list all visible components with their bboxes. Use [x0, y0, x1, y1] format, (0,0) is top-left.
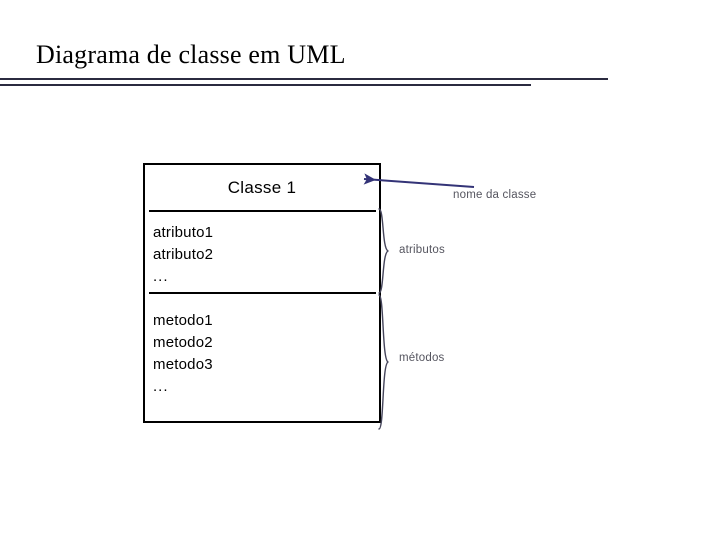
class-name-compartment: Classe 1: [145, 165, 379, 210]
class-name-callout-arrow: [363, 173, 475, 188]
class-name-label: Classe 1: [227, 177, 297, 197]
annotation-attributes: atributos: [399, 244, 445, 256]
title-rule-top: [0, 78, 608, 80]
title-rule-bottom: [0, 84, 531, 86]
compartment-separator-2: [149, 292, 376, 294]
attributes-compartment: atributo1 atributo2 ...: [145, 212, 379, 292]
annotation-class-name: nome da classe: [453, 189, 537, 201]
method-item: metodo3: [153, 356, 213, 373]
method-item: ...: [153, 378, 169, 395]
compartment-separator-1: [149, 210, 376, 212]
attributes-brace: [378, 208, 389, 294]
annotation-methods: métodos: [399, 352, 445, 364]
page-title: Diagrama de classe em UML: [36, 40, 346, 69]
attribute-item: atributo2: [153, 246, 214, 263]
methods-brace: [378, 294, 389, 430]
attribute-item: ...: [153, 268, 169, 285]
uml-class-box: Classe 1 atributo1 atributo2 ... metodo1…: [143, 163, 381, 423]
attribute-item: atributo1: [153, 224, 214, 241]
method-item: metodo1: [153, 312, 213, 329]
method-item: metodo2: [153, 334, 213, 351]
methods-compartment: metodo1 metodo2 metodo3 ...: [145, 294, 379, 421]
